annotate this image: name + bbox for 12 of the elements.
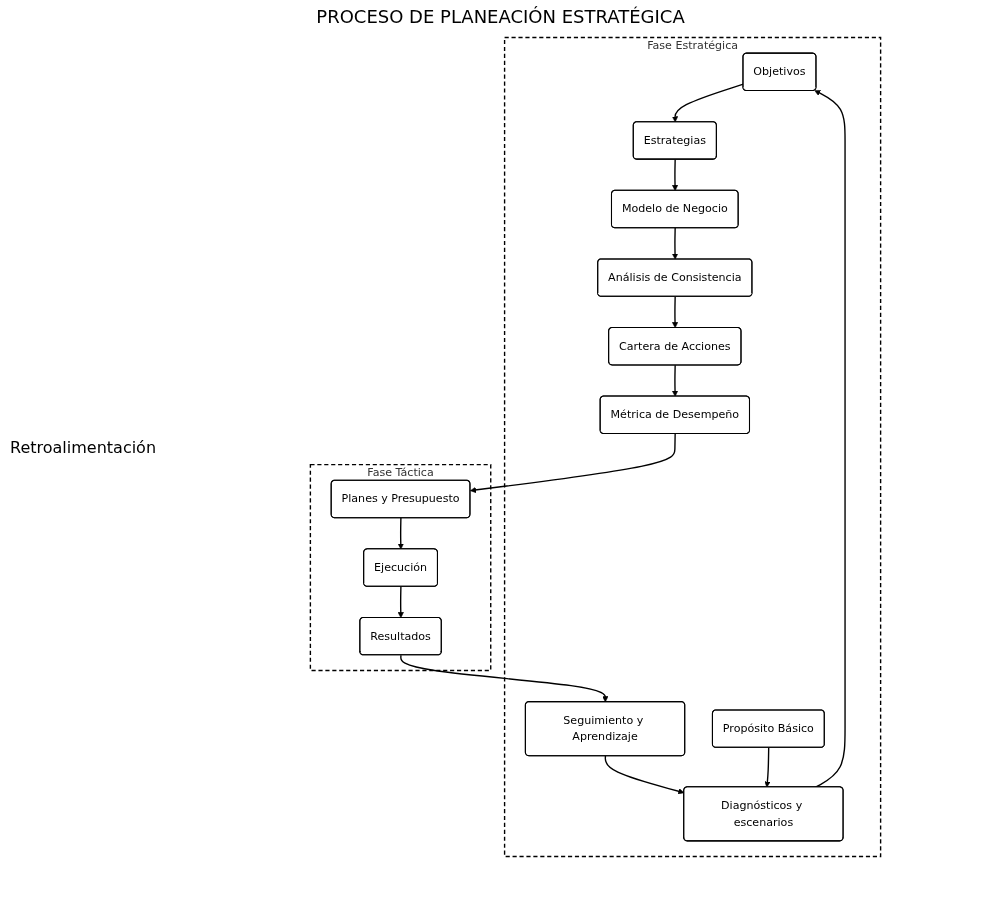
arrow <box>672 227 679 260</box>
arrow <box>397 585 404 619</box>
arrow <box>672 364 679 397</box>
arrow <box>672 158 679 191</box>
note-text: Retroalimentación <box>10 437 158 457</box>
arrow <box>814 90 846 788</box>
diagram-title: PROCESO DE PLANEACIÓN ESTRATÉGICA <box>315 6 686 27</box>
arrow <box>764 747 771 788</box>
arrow <box>470 433 676 493</box>
arrow <box>400 654 609 703</box>
arrow <box>672 295 679 329</box>
arrow <box>397 517 404 550</box>
